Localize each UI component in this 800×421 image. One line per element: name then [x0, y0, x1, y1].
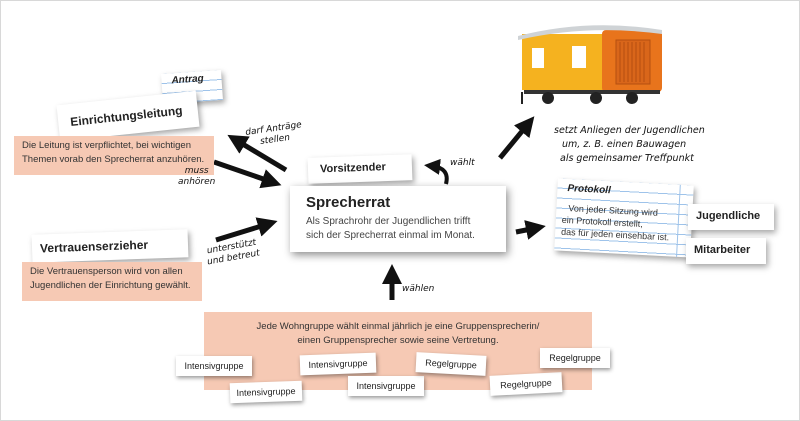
group-card: Intensivgruppe	[176, 356, 252, 376]
group-card: Regelgruppe	[540, 348, 610, 368]
protokoll-card: Protokoll Von jeder Sitzung wird ein Pro…	[554, 178, 694, 258]
group-card: Intensivgruppe	[348, 376, 424, 396]
protokoll-line3: das für jeden einsehbar ist.	[560, 226, 670, 243]
jugendliche-card: Jugendliche	[688, 204, 774, 230]
muss-anhoeren-line1: muss	[184, 166, 209, 176]
vertrauenserzieher-card: Vertrauenserzieher	[31, 229, 189, 263]
sprecherrat-title: Sprecherrat	[306, 194, 391, 211]
vorsitzender-card: Vorsitzender	[307, 154, 413, 184]
einrichtungsleitung-note-line1: Die Leitung ist verpflichtet, bei wichti…	[22, 140, 191, 151]
vorsitzender-label: Vorsitzender	[319, 161, 386, 176]
antrag-label: Antrag	[171, 73, 205, 87]
muss-anhoeren-line2: anhören	[178, 177, 216, 187]
sprecherrat-text-line1: Als Sprachrohr der Jugendlichen trifft	[306, 216, 471, 227]
einrichtungsleitung-note: Die Leitung ist verpflichtet, bei wichti…	[14, 136, 214, 175]
protokoll-margin-line	[676, 184, 681, 257]
sprecherrat-text-line2: sich der Sprecherrat einmal im Monat.	[306, 230, 475, 241]
vertrauenserzieher-note: Die Vertrauensperson wird von allen Juge…	[22, 262, 202, 301]
mitarbeiter-label: Mitarbeiter	[694, 244, 751, 256]
arrow-protokoll	[515, 220, 546, 240]
wohngruppen-line2: einen Gruppensprecher sowie seine Vertre…	[297, 335, 499, 346]
vertrauenserzieher-note-line1: Die Vertrauensperson wird von allen	[30, 266, 183, 277]
bauwagen-text: setzt Anliegen der Jugendlichen um, z. B…	[554, 124, 705, 166]
vertrauenserzieher-title: Vertrauenserzieher	[39, 237, 149, 256]
bauwagen-line3: als gemeinsamer Treffpunkt	[560, 153, 694, 164]
arrow-bauwagen	[498, 116, 535, 160]
arrow-waehlt	[424, 158, 449, 185]
group-card: Intensivgruppe	[229, 380, 303, 404]
einrichtungsleitung-title: Einrichtungsleitung	[69, 103, 184, 130]
waehlen-label: wählen	[402, 284, 435, 294]
arrow-unterstuetzt	[215, 217, 278, 243]
bauwagen-illustration	[518, 25, 662, 104]
einrichtungsleitung-note-line2: Themen vorab den Sprecherrat anzuhören.	[22, 154, 205, 165]
vertrauenserzieher-note-line2: Jugendlichen der Einrichtung gewählt.	[30, 280, 191, 291]
jugendliche-label: Jugendliche	[696, 210, 761, 222]
sprecherrat-box: Sprecherrat Als Sprachrohr der Jugendlic…	[290, 186, 506, 252]
arrow-muss-anhoeren	[213, 159, 282, 189]
mitarbeiter-card: Mitarbeiter	[686, 238, 766, 264]
group-card: Regelgruppe	[489, 372, 563, 396]
bauwagen-line2: um, z. B. einen Bauwagen	[562, 139, 687, 150]
bauwagen-line1: setzt Anliegen der Jugendlichen	[554, 125, 705, 136]
muss-anhoeren-label: muss anhören	[178, 166, 215, 188]
waehlt-label: wählt	[450, 158, 475, 168]
protokoll-title: Protokoll	[567, 183, 612, 197]
group-card: Intensivgruppe	[299, 352, 377, 376]
group-card: Regelgruppe	[415, 352, 487, 376]
arrow-darf-antraege	[227, 134, 288, 173]
wohngruppen-line1: Jede Wohngruppe wählt einmal jährlich je…	[256, 321, 540, 332]
